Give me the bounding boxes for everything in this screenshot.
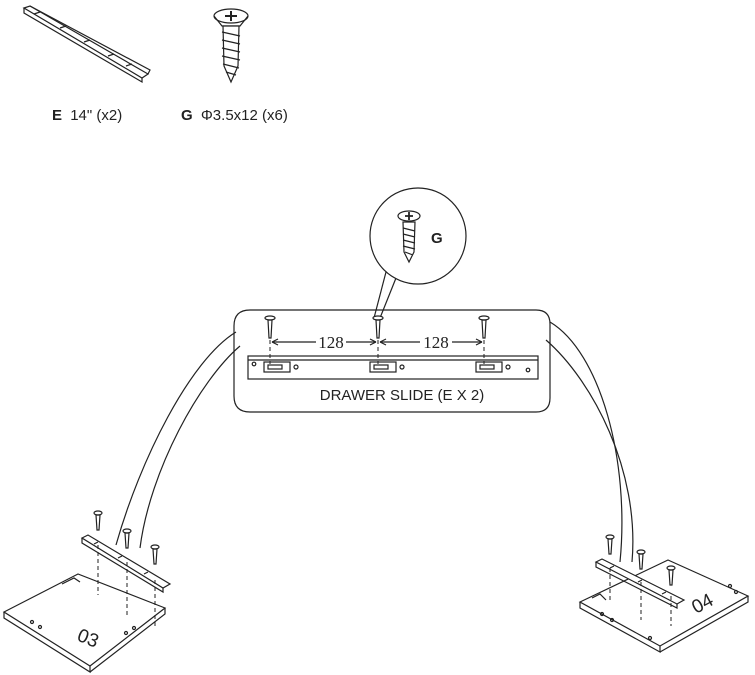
panel-screw-icon	[636, 549, 646, 620]
part-e-label: E 14" (x2)	[52, 107, 122, 124]
drawer-panel-04: 04	[578, 534, 750, 654]
leader-curves	[115, 321, 634, 563]
panel-screw-icon	[666, 565, 676, 626]
slide-detail-panel: 128 128 DRAWER SLIDE (E X 2)	[233, 309, 551, 413]
drawer-panel-03: 03	[2, 510, 172, 674]
panel-screw-icon	[93, 510, 103, 595]
screw-callout: G	[369, 187, 467, 319]
panel-screw-icon	[150, 544, 160, 628]
panel-screw-icon	[264, 315, 276, 364]
part-e-spec: 14" (x2)	[70, 107, 122, 124]
panel-screw-icon	[372, 315, 384, 364]
part-g-screw-icon	[213, 8, 249, 84]
part-g-spec: Φ3.5x12 (x6)	[201, 107, 288, 124]
part-g-letter: G	[181, 107, 193, 124]
panel-screw-icon	[478, 315, 490, 364]
spacing-label-1: 128	[318, 333, 344, 352]
part-e-drawer-slide-icon	[22, 5, 151, 84]
panel-screw-icon	[122, 528, 132, 616]
callout-letter: G	[431, 230, 443, 247]
panel-screw-icon	[605, 534, 615, 600]
drawer-slide-rail	[247, 355, 539, 380]
dimension-line	[271, 338, 483, 346]
part-g-label: G Φ3.5x12 (x6)	[181, 107, 288, 124]
drawer-slide-label: DRAWER SLIDE (E X 2)	[320, 387, 484, 404]
part-e-letter: E	[52, 107, 62, 124]
spacing-label-2: 128	[423, 333, 449, 352]
callout-screw-icon	[397, 210, 421, 264]
